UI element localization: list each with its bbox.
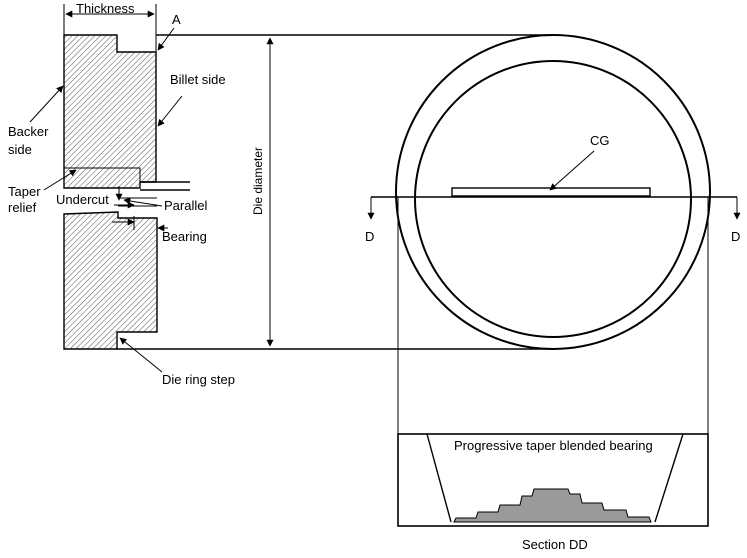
taper-relief-label-1: Taper xyxy=(8,184,41,199)
section-line-dd xyxy=(367,196,741,220)
section-dd-label: Section DD xyxy=(522,537,588,552)
die-cross-section xyxy=(63,34,190,350)
section-d-right-label: D xyxy=(731,229,740,244)
billet-side-label: Billet side xyxy=(170,72,226,87)
parallel-label: Parallel xyxy=(164,198,207,213)
die-front-view xyxy=(395,34,711,350)
progressive-bearing-profile xyxy=(453,488,652,523)
upper-die-half xyxy=(63,34,157,189)
die-ring-step-label: Die ring step xyxy=(162,372,235,387)
section-dd-view xyxy=(397,433,709,527)
section-d-left-label: D xyxy=(365,229,374,244)
taper-relief-label-2: relief xyxy=(8,200,37,215)
thickness-dimension xyxy=(63,4,157,52)
thickness-label: Thickness xyxy=(76,1,135,16)
bearing-label: Bearing xyxy=(162,229,207,244)
backer-side-label-1: Backer xyxy=(8,124,49,139)
die-diameter-label: Die diameter xyxy=(251,147,265,215)
a-label: A xyxy=(172,12,181,27)
undercut-label: Undercut xyxy=(56,192,109,207)
lower-die-half xyxy=(63,211,158,350)
backer-side-label-2: side xyxy=(8,142,32,157)
progressive-taper-label: Progressive taper blended bearing xyxy=(454,438,653,453)
cg-label: CG xyxy=(590,133,610,148)
